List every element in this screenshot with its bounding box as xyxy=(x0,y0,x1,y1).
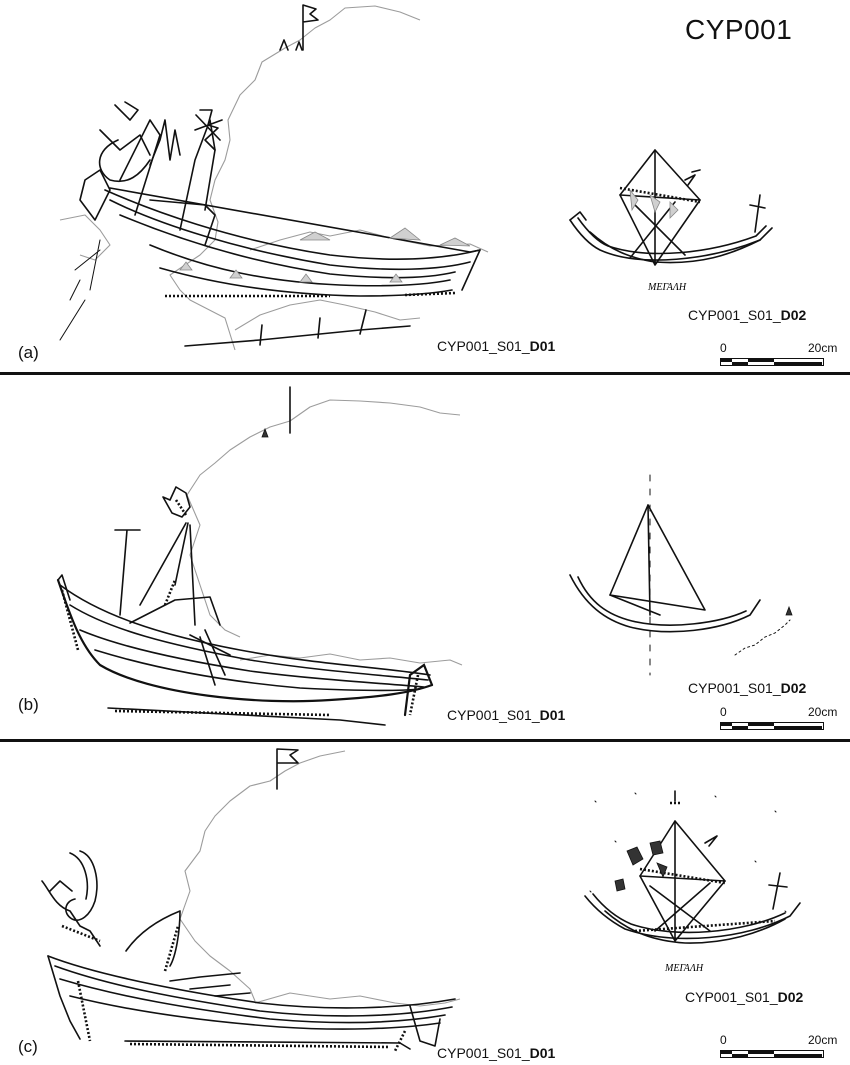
inscription-a: ΜΕΓΑΛΗ xyxy=(647,282,687,293)
label-d02-c: CYP001_S01_D02 xyxy=(685,989,804,1005)
ship-drawing-d01-a xyxy=(59,4,489,351)
label-d01-c: CYP001_S01_D01 xyxy=(437,1045,556,1061)
page-title: CYP001 xyxy=(685,14,793,45)
panel-letter-a: (a) xyxy=(18,343,39,362)
divider-bc xyxy=(0,739,850,742)
panel-letter-b: (b) xyxy=(18,695,39,714)
label-d01-b: CYP001_S01_D01 xyxy=(447,707,566,723)
panel-c: ΜΕΓΑΛΗ (c) CYP001_S01_D01 CYP001_S01_D02… xyxy=(0,741,850,1065)
scale-bar-b: 0 20cm xyxy=(720,705,837,735)
ship-drawing-d02-a: ΜΕΓΑΛΗ xyxy=(569,149,773,293)
ship-drawing-d01-b xyxy=(56,386,463,726)
label-d02-a: CYP001_S01_D02 xyxy=(688,307,807,323)
scale-bar-c: 0 20cm xyxy=(720,1033,837,1063)
inscription-c: ΜΕΓΑΛΗ xyxy=(664,963,704,974)
label-d02-b: CYP001_S01_D02 xyxy=(688,680,807,696)
label-d01-a: CYP001_S01_D01 xyxy=(437,338,556,354)
panel-letter-c: (c) xyxy=(18,1037,38,1056)
divider-ab xyxy=(0,372,850,375)
ship-drawing-d02-b xyxy=(569,474,793,676)
scale-bar-a: 0 20cm xyxy=(720,341,837,371)
ship-drawing-d02-c: ΜΕΓΑΛΗ xyxy=(584,790,801,974)
panel-b: (b) CYP001_S01_D01 CYP001_S01_D02 0 20cm xyxy=(0,375,850,739)
ship-drawing-d01-c xyxy=(41,748,461,1052)
panel-a: ΜΕΓΑΛΗ (a) CYP001_S01_D01 CYP001_S01_D02… xyxy=(0,0,850,372)
